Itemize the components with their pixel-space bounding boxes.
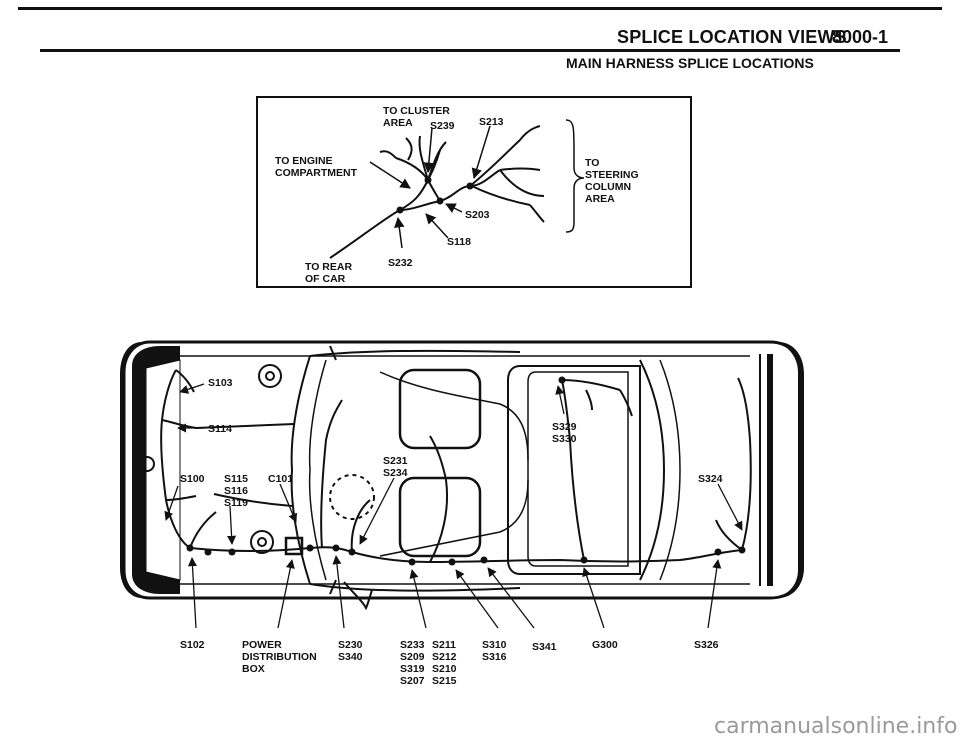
label-s234: S234 (383, 467, 408, 479)
label-s100: S100 (180, 473, 205, 485)
label-s103: S103 (208, 377, 233, 389)
label-s230: S230 (338, 639, 363, 651)
label-to-cluster-1: TO CLUSTER (383, 105, 450, 117)
label-s330: S330 (552, 433, 577, 445)
page-subtitle: MAIN HARNESS SPLICE LOCATIONS (566, 55, 814, 71)
lower-gauge-center (257, 537, 267, 547)
inset-frame (256, 96, 692, 288)
label-s316: S316 (482, 651, 507, 663)
label-to-steering-1: TO (585, 157, 599, 169)
page-title: SPLICE LOCATION VIEWS (617, 27, 847, 47)
label-s341: S341 (532, 641, 557, 653)
label-c101: C101 (268, 473, 293, 485)
watermark-text: carmanualsonline.info (714, 714, 958, 739)
inset-splice-dots (396, 176, 474, 214)
inset-leader-arrows (369, 125, 491, 249)
label-power-2: DISTRIBUTION (242, 651, 317, 663)
label-s329: S329 (552, 421, 577, 433)
label-to-cluster-2: AREA (383, 117, 413, 129)
left-grommet (139, 456, 155, 472)
top-rule (18, 7, 942, 10)
car-harness-wires (160, 369, 752, 564)
label-power-1: POWER (242, 639, 282, 651)
label-to-rear-2: OF CAR (305, 273, 346, 285)
label-to-steering-4: AREA (585, 193, 615, 205)
car-splice-dots (186, 376, 746, 566)
title-rule (40, 49, 900, 52)
steering-wheel-outline (329, 474, 375, 520)
label-s233: S233 (400, 639, 425, 651)
label-s324: S324 (698, 473, 723, 485)
upper-gauge-center (265, 371, 275, 381)
label-s116: S116 (224, 485, 248, 497)
inset-diagram: TO CLUSTER AREA S239 S213 TO ENGINE COMP… (256, 96, 692, 288)
label-s310: S310 (482, 639, 507, 651)
label-to-engine-1: TO ENGINE (275, 155, 333, 167)
car-outline (120, 340, 804, 611)
label-s231: S231 (383, 455, 408, 467)
label-to-steering-2: STEERING (585, 169, 639, 181)
inset-harness-wires (329, 125, 545, 259)
label-s114: S114 (208, 423, 232, 435)
label-s207: S207 (400, 675, 425, 687)
label-power-3: BOX (242, 663, 265, 675)
label-s119: S119 (224, 497, 248, 509)
label-s115: S115 (224, 473, 248, 485)
label-s215: S215 (432, 675, 457, 687)
page-number: 8000-1 (832, 27, 889, 47)
label-s102: S102 (180, 639, 205, 651)
label-s203: S203 (465, 209, 490, 221)
label-g300: G300 (592, 639, 618, 651)
label-s326: S326 (694, 639, 719, 651)
upper-gauge (258, 364, 282, 388)
label-s319: S319 (400, 663, 425, 675)
car-leader-arrows (164, 383, 743, 629)
label-s118: S118 (447, 236, 471, 248)
label-to-engine-2: COMPARTMENT (275, 167, 358, 179)
label-to-rear-1: TO REAR (305, 261, 352, 273)
steering-bracket (565, 119, 585, 233)
lower-gauge (250, 530, 274, 554)
label-to-steering-3: COLUMN (585, 181, 631, 193)
label-s232: S232 (388, 257, 413, 269)
label-s213: S213 (479, 116, 504, 128)
label-s211: S211 (432, 639, 456, 651)
label-s209: S209 (400, 651, 425, 663)
label-s210: S210 (432, 663, 457, 675)
dashboard-gauges (139, 364, 375, 556)
label-s212: S212 (432, 651, 457, 663)
label-s340: S340 (338, 651, 363, 663)
power-distribution-box-shape (284, 536, 304, 556)
label-s239: S239 (430, 120, 455, 132)
